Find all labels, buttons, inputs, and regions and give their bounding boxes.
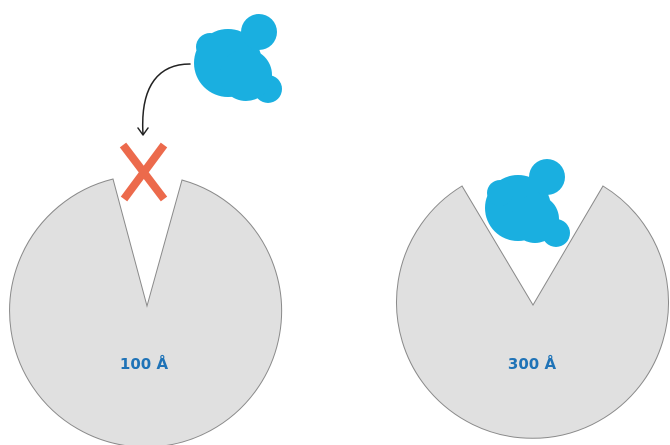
right-pore-size-label: 300 Å: [508, 354, 557, 373]
blocked-x-icon: [123, 145, 164, 199]
molecule-in-pore-icon: [485, 159, 570, 247]
left-pore-size-label: 100 Å: [120, 354, 169, 373]
curved-arrow-icon: [138, 64, 190, 135]
left-pore: 100 Å: [10, 179, 282, 445]
left-pore-body: [10, 179, 282, 445]
molecule-cloud-icon: [194, 14, 282, 103]
